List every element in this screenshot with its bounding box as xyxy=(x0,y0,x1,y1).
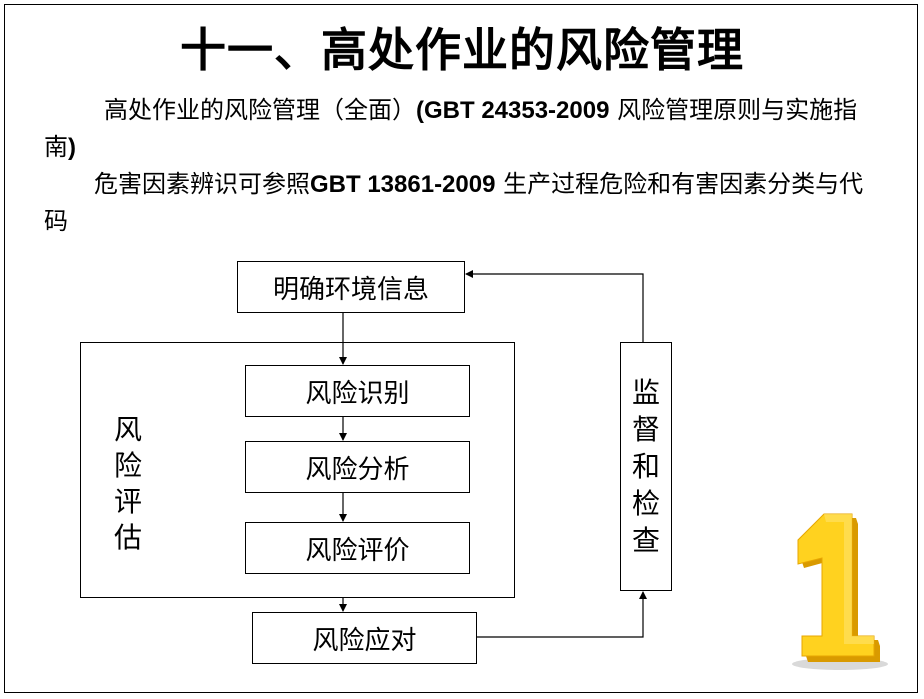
para1-text-1: 高处作业的风险管理（全面） xyxy=(104,96,416,124)
arrow-monitor-to-context xyxy=(465,270,644,342)
page-title: 十一、高处作业的风险管理 xyxy=(180,23,744,77)
para2-text-2: 生产过程危险和有害因素分类与代码 xyxy=(44,170,864,235)
monitor-char-3: 和 xyxy=(631,450,660,483)
risk-assessment-char-4: 估 xyxy=(113,521,142,554)
monitor-char-4: 检 xyxy=(631,487,660,520)
risk-treatment-box: 风险应对 xyxy=(252,612,477,664)
para1-text-2: 风险管理原则与实施指南 xyxy=(44,96,858,161)
risk-assessment-char-2: 险 xyxy=(113,449,142,482)
para2-standard: GBT 13861-2009 xyxy=(310,171,496,198)
risk-evaluation-box: 风险评价 xyxy=(245,522,470,574)
risk-identification-box: 风险识别 xyxy=(245,365,470,417)
risk-assessment-frame xyxy=(80,342,515,598)
para2-text-1: 危害因素辨识可参照 xyxy=(94,170,310,198)
context-box: 明确环境信息 xyxy=(237,261,465,313)
monitoring-review-box: 监 督 和 检 查 xyxy=(620,342,672,591)
arrow-treat-to-monitor xyxy=(477,591,647,638)
paragraph-hazard-identification: 危害因素辨识可参照GBT 13861-2009 生产过程危险和有害因素分类与代码 xyxy=(44,166,884,240)
number-one-logo xyxy=(792,513,888,670)
risk-assessment-label: 风 险 评 估 xyxy=(110,412,146,556)
monitor-char-5: 查 xyxy=(631,524,660,557)
para1-close: ) xyxy=(68,134,76,161)
risk-assessment-char-1: 风 xyxy=(113,413,142,446)
logo-face xyxy=(797,513,875,657)
para1-standard: (GBT 24353-2009 xyxy=(416,97,610,124)
slide-frame xyxy=(4,4,918,693)
risk-analysis-box: 风险分析 xyxy=(245,441,470,493)
risk-assessment-char-3: 评 xyxy=(113,485,142,518)
monitor-char-1: 监 xyxy=(631,376,660,409)
monitor-char-2: 督 xyxy=(631,413,660,446)
paragraph-risk-management: 高处作业的风险管理（全面）(GBT 24353-2009 风险管理原则与实施指南… xyxy=(44,92,884,166)
